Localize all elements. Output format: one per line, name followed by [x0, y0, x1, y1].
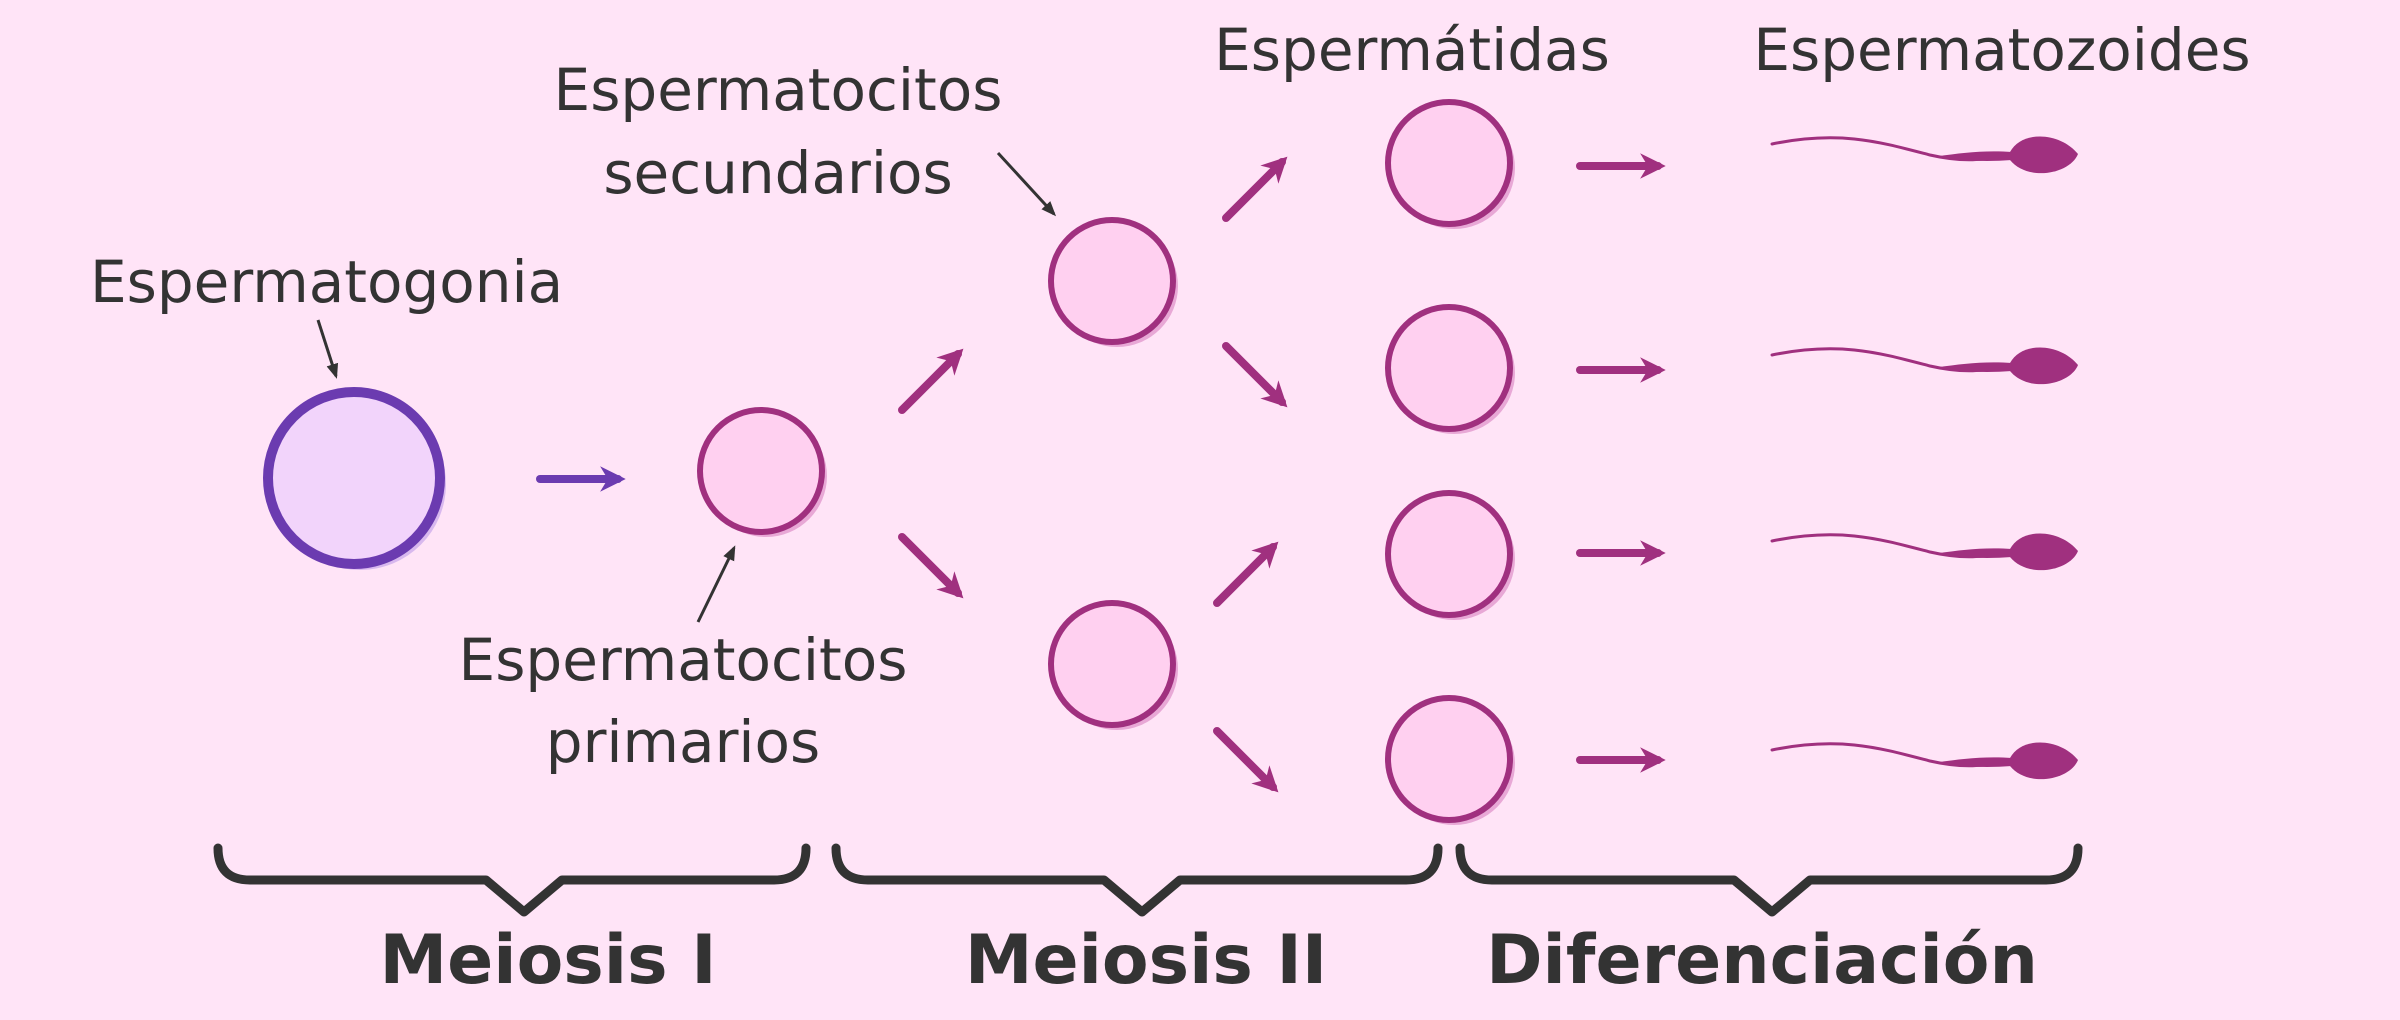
arrow-to-spermatid-3 — [1213, 541, 1279, 607]
arrow-to-spermatid-4 — [1213, 727, 1279, 793]
pointer-espermatogonia — [316, 319, 339, 379]
label-espermatogonia: Espermatogonia — [90, 248, 563, 316]
cell-secondary-spermatocyte-bottom — [1048, 600, 1178, 730]
brace-diferenciacion — [1455, 843, 2083, 917]
sperm-2 — [1770, 347, 2078, 385]
cell-primary-spermatocyte — [697, 407, 827, 537]
cell-secondary-spermatocyte-top — [1048, 217, 1178, 347]
cell-spermatid-3 — [1385, 490, 1515, 620]
cell-spermatid-1 — [1385, 99, 1515, 229]
phase-diferenciacion: Diferenciación — [1486, 921, 2038, 1000]
label-espermatocitos-secundarios-line1: Espermatocitos — [554, 56, 1003, 124]
arrow-to-secondary-top — [898, 348, 964, 414]
cell-spermatid-2 — [1385, 304, 1515, 434]
sperm-3 — [1770, 533, 2078, 571]
label-espermatidas: Espermátidas — [1214, 16, 1610, 84]
brace-meiosis-1 — [213, 843, 811, 917]
phase-meiosis-2: Meiosis II — [965, 921, 1327, 1000]
phase-meiosis-1: Meiosis I — [379, 921, 716, 1000]
pointer-espermatocitos-secundarios — [996, 151, 1057, 217]
sperm-1 — [1770, 136, 2078, 174]
label-espermatocitos-primarios-line1: Espermatocitos — [459, 626, 908, 694]
arrow-to-secondary-bottom — [898, 533, 964, 599]
label-espermatozoides: Espermatozoides — [1753, 16, 2250, 84]
brace-meiosis-2 — [831, 843, 1443, 917]
label-espermatocitos-secundarios-line2: secundarios — [603, 139, 952, 207]
pointer-espermatocitos-primarios — [696, 545, 736, 623]
label-espermatocitos-primarios-line2: primarios — [546, 708, 820, 776]
arrow-to-spermatid-1 — [1222, 156, 1288, 222]
cell-spermatogonia — [263, 387, 446, 570]
cell-spermatid-4 — [1385, 695, 1515, 825]
sperm-4 — [1770, 742, 2078, 780]
arrow-to-spermatid-2 — [1222, 342, 1288, 408]
